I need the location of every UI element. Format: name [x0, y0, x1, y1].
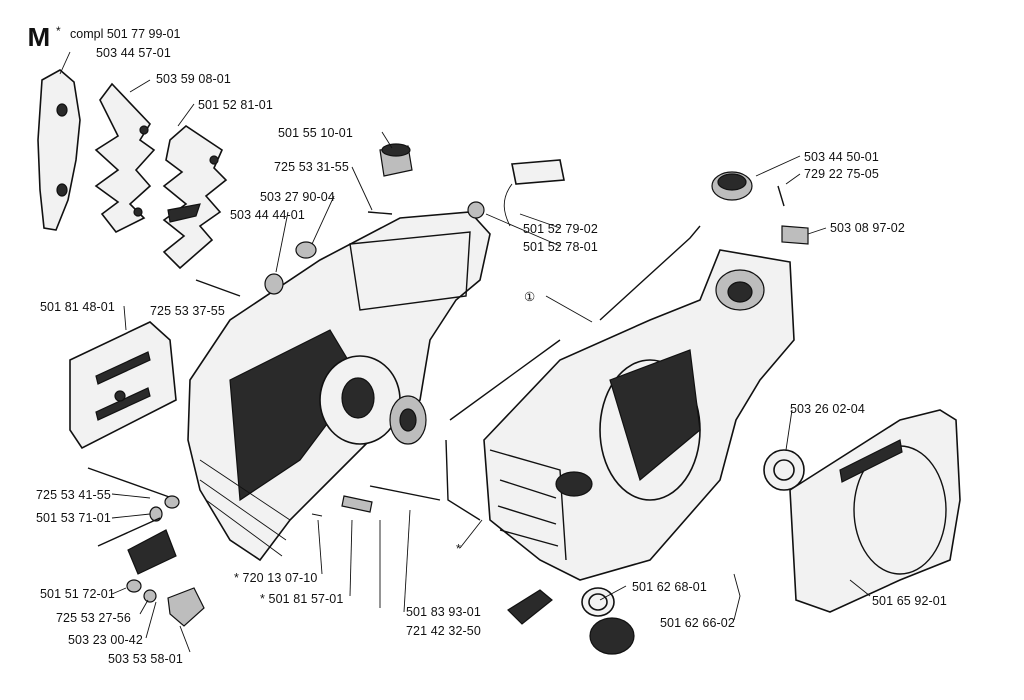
part-label: 503 44 57-01 [96, 46, 171, 60]
part-label: 501 55 10-01 [278, 126, 353, 140]
part-label: 501 62 68-01 [632, 580, 707, 594]
part-label: 503 27 90-04 [260, 190, 335, 204]
part-label: 501 83 93-01 [406, 605, 481, 619]
part-label: * [456, 542, 461, 556]
part-label: 725 53 27-56 [56, 611, 131, 625]
spike-bumper-drawing [94, 82, 156, 234]
chain-guide-plate-drawing [69, 321, 177, 450]
side-cover-drawing [789, 409, 961, 613]
part-label: 725 53 31-55 [274, 160, 349, 174]
part-label: 725 53 37-55 [150, 304, 225, 318]
kit-label: compl 501 77 99-01 [70, 27, 181, 41]
seal-ring-drawing [763, 449, 805, 491]
part-label: 501 52 81-01 [198, 98, 273, 112]
spike-bumper-2-drawing [162, 124, 228, 270]
part-label: 503 59 08-01 [156, 72, 231, 86]
caps-drawing [507, 587, 635, 655]
part-label: 721 42 32-50 [406, 624, 481, 638]
section-letter: M [27, 22, 51, 52]
part-label: 503 44 50-01 [804, 150, 879, 164]
part-label: * 501 81 57-01 [260, 592, 344, 606]
part-label: 503 26 02-04 [790, 402, 865, 416]
part-label: 503 53 58-01 [108, 652, 183, 666]
part-label: 501 51 72-01 [40, 587, 115, 601]
crankcase-right-drawing [483, 249, 795, 581]
bolts-lower-left-drawing [87, 467, 441, 627]
part-label: 725 53 41-55 [36, 488, 111, 502]
part-label: 501 52 78-01 [523, 240, 598, 254]
part-label: 501 53 71-01 [36, 511, 111, 525]
part-label: ① [524, 290, 536, 304]
part-label: 501 65 92-01 [872, 594, 947, 608]
bumper-plate-drawing [37, 69, 81, 231]
gaskets-drawing [445, 225, 701, 521]
part-label: 729 22 75-05 [804, 167, 879, 181]
part-label: 503 23 00-42 [68, 633, 143, 647]
fasteners-right-drawing [711, 171, 809, 245]
part-label: 501 62 66-02 [660, 616, 735, 630]
part-label: 501 81 48-01 [40, 300, 115, 314]
leader-lines [59, 51, 871, 653]
section-star: * [56, 24, 61, 38]
part-label: * 720 13 07-10 [234, 571, 318, 585]
part-label: 503 44 44-01 [230, 208, 305, 222]
part-label: 501 52 79-02 [523, 222, 598, 236]
crankcase-left-drawing [187, 211, 491, 562]
part-label: 503 08 97-02 [830, 221, 905, 235]
fasteners-left-drawing [195, 143, 565, 297]
